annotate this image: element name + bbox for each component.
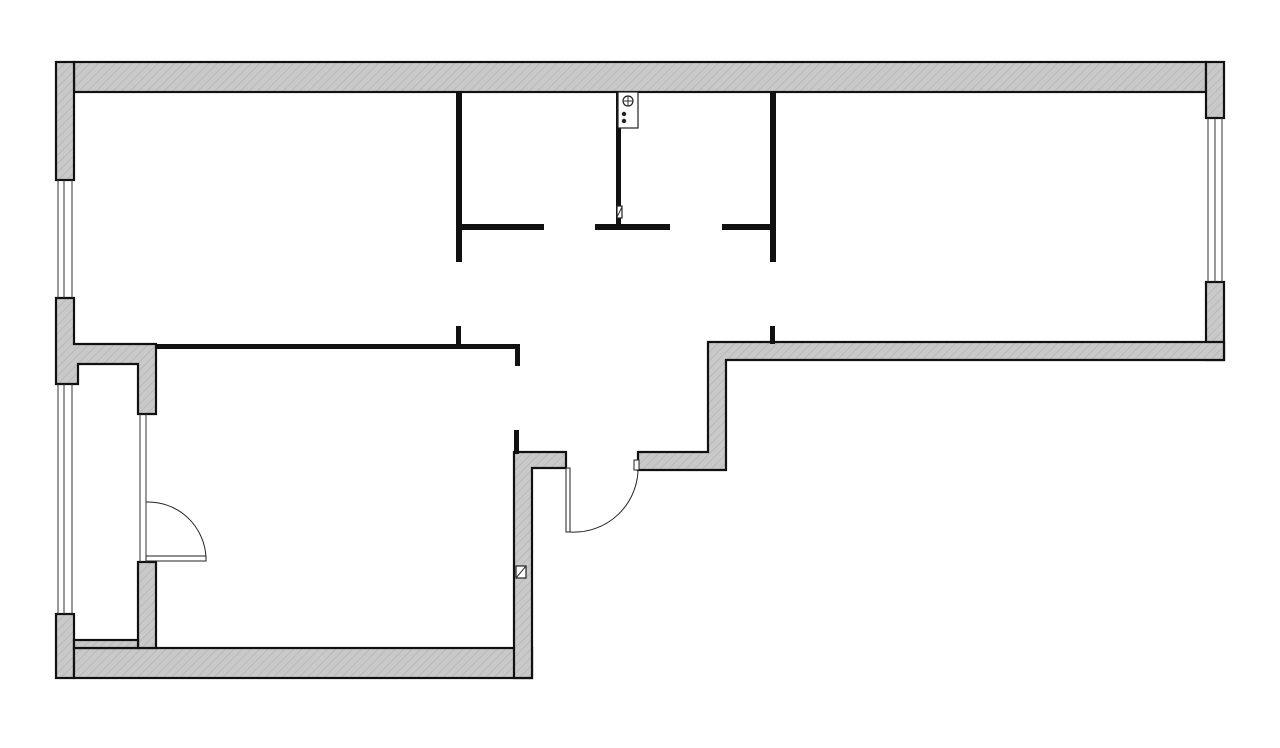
doors — [145, 459, 640, 562]
exterior-walls — [54, 60, 1226, 680]
partition-middle-vertical — [616, 92, 621, 228]
partition-bedroom-door-stub — [514, 430, 519, 454]
stove-icon — [617, 91, 639, 129]
partition-bedroom-top-end — [515, 344, 520, 366]
sink-icon — [616, 205, 623, 219]
windows — [57, 118, 1223, 614]
partition-right-horizontal — [722, 224, 770, 230]
fixtures — [515, 91, 639, 579]
wall-top — [72, 60, 1208, 94]
partition-middle-horizontal — [595, 224, 670, 230]
wall-bottom — [72, 646, 534, 680]
wall-balcony-bottom — [72, 638, 140, 650]
balcony-door-frame — [139, 414, 147, 562]
wall-left-bottom-pier — [54, 612, 76, 680]
window-right — [1207, 118, 1223, 282]
wall-bedroom-right — [512, 450, 568, 680]
wall-right-top-pier — [1204, 60, 1226, 120]
wall-stepped-right — [636, 340, 1226, 472]
partition-stub-2 — [770, 326, 775, 344]
wall-balcony-lower-stub — [136, 560, 158, 650]
window-left-lower — [57, 384, 73, 614]
wall-left-middle-pier — [54, 296, 158, 416]
partition-bath-left-horizontal — [462, 224, 544, 230]
partition-right-vertical — [770, 92, 776, 262]
entrance-door-swing-icon — [565, 459, 640, 533]
partition-bath-left-vertical — [456, 92, 462, 262]
partition-stub-1 — [456, 326, 461, 346]
interior-partitions — [156, 92, 776, 454]
door-swing-icon — [145, 501, 207, 562]
wall-left-top-pier — [54, 60, 76, 182]
meter-box-icon — [515, 565, 527, 579]
partition-bedroom-top — [156, 344, 520, 349]
window-left-upper — [57, 180, 73, 298]
